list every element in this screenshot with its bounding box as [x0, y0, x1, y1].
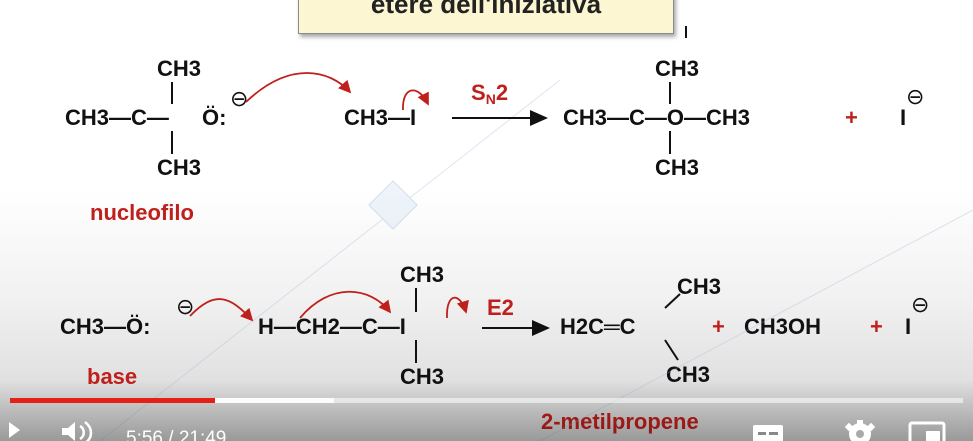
settings-icon[interactable] — [843, 420, 877, 441]
methanol: CH3OH — [744, 314, 822, 339]
player-controls — [0, 380, 973, 441]
nucleophile-charge: ⊖ — [230, 86, 249, 111]
methoxide-charge: ⊖ — [176, 294, 195, 319]
substrate-top-methyl: CH3 — [400, 262, 445, 287]
captions-icon[interactable] — [752, 424, 784, 441]
methoxide-base: CH3—Ö: — [60, 314, 151, 339]
base-label: base — [87, 364, 138, 389]
nucleophile-bottom-methyl: CH3 — [157, 155, 202, 180]
slide-title-banner: etere dell'iniziativa — [298, 0, 674, 34]
substrate-bottom-methyl: CH3 — [400, 364, 445, 389]
time-total: 21:49 — [178, 428, 227, 441]
sn2-label: SN2 — [471, 80, 509, 107]
ether-bottom-methyl: CH3 — [655, 155, 700, 180]
progress-played — [10, 398, 215, 403]
time-display: 5:56 / 21:49 — [126, 428, 226, 441]
miniplayer-icon[interactable] — [908, 420, 948, 441]
plus-sign: + — [712, 314, 725, 339]
nucleofilo-label: nucleofilo — [90, 200, 194, 225]
progress-bar[interactable] — [10, 398, 963, 403]
e2-label: E2 — [487, 295, 514, 320]
alkene-top-methyl: CH3 — [677, 274, 722, 299]
tert-butyl-iodide: H—CH2—C—I — [258, 314, 406, 339]
slide-title-text: etere dell'iniziativa — [370, 0, 602, 19]
nucleophile-oxygen: Ö: — [202, 105, 227, 130]
ether-product: CH3—C—O—CH3 — [563, 105, 751, 130]
volume-icon[interactable] — [60, 420, 100, 441]
play-icon[interactable] — [6, 420, 22, 441]
product-name-label: 2-metilpropene — [541, 411, 699, 433]
nucleophile-top-methyl: CH3 — [157, 56, 202, 81]
alkene-product: H2C═C — [560, 314, 636, 339]
alkene-bottom-methyl: CH3 — [666, 362, 711, 387]
ether-top-methyl: CH3 — [655, 56, 700, 81]
plus-sign: + — [870, 314, 883, 339]
iodide-ion: I — [905, 314, 912, 339]
plus-sign: + — [845, 105, 858, 130]
nucleophile-backbone: CH3—C— — [65, 105, 169, 130]
iodide-charge: ⊖ — [911, 292, 930, 317]
iodide-charge: ⊖ — [906, 84, 925, 109]
time-current: 5:56 — [126, 428, 163, 441]
methyl-iodide: CH3—I — [344, 105, 417, 130]
iodide-ion: I — [900, 105, 907, 130]
